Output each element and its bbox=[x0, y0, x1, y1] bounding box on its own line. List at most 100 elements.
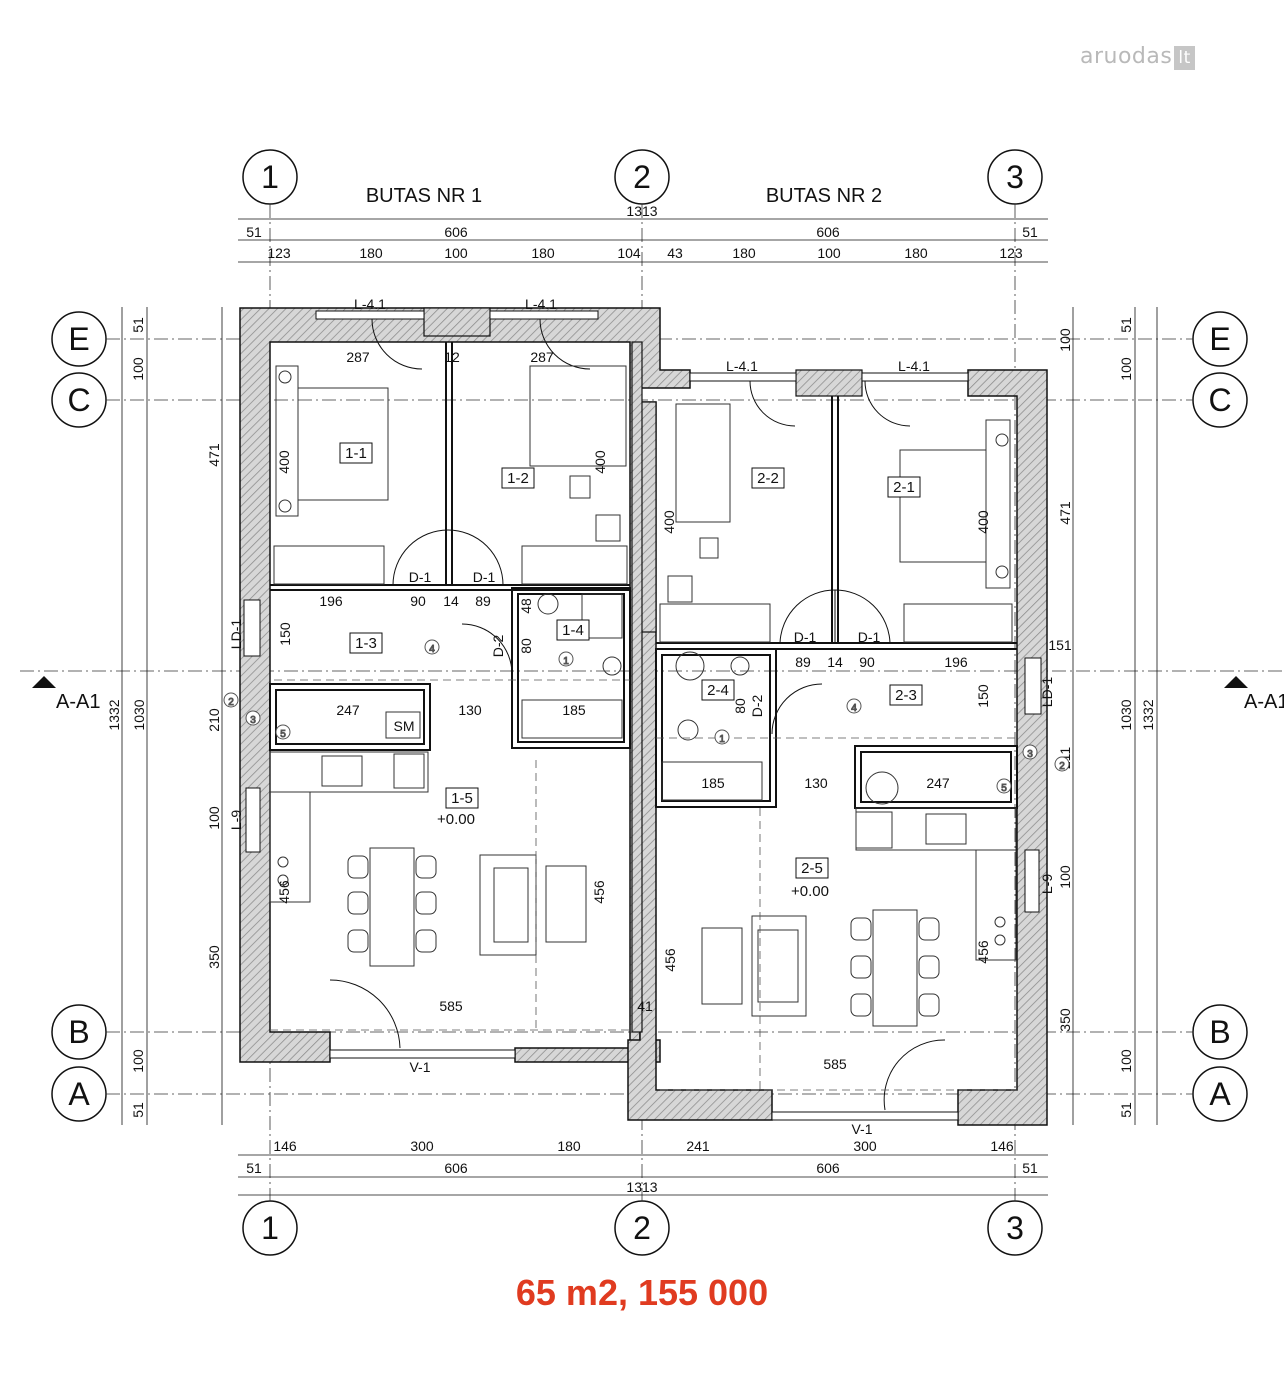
svg-text:400: 400 bbox=[975, 510, 991, 534]
window-ld1-left bbox=[243, 599, 261, 657]
svg-text:1: 1 bbox=[563, 656, 569, 667]
svg-text:100: 100 bbox=[130, 1049, 146, 1073]
dim-edge-tr: 51 bbox=[1022, 224, 1038, 240]
svg-text:100: 100 bbox=[1118, 1049, 1134, 1073]
price-label: 65 m2, 155 000 bbox=[515, 1272, 769, 1313]
room-2-5: 2-5 bbox=[801, 860, 823, 877]
tag-l9-left: L-9 bbox=[228, 810, 244, 830]
dim-height-inner-left: 1030 bbox=[131, 699, 147, 730]
svg-text:185: 185 bbox=[562, 702, 586, 718]
section-markers: A-A1 A-A1 bbox=[32, 676, 1284, 713]
room-1-3: 1-3 bbox=[355, 635, 377, 652]
tag-v1-right: V-1 bbox=[851, 1121, 872, 1137]
dim-edge-tl: 51 bbox=[246, 224, 262, 240]
svg-text:150: 150 bbox=[277, 622, 293, 646]
grid-label-2-bottom: 2 bbox=[633, 1210, 651, 1246]
interior-walls bbox=[269, 342, 1018, 809]
svg-text:350: 350 bbox=[206, 945, 222, 969]
dim-bot-2: 300 bbox=[410, 1138, 434, 1154]
dim-bot-6: 146 bbox=[990, 1138, 1014, 1154]
svg-text:196: 196 bbox=[944, 654, 968, 670]
dim-top-5: 104 bbox=[617, 245, 641, 261]
dim-edge-bl: 51 bbox=[246, 1160, 262, 1176]
room-1-5: 1-5 bbox=[451, 790, 473, 807]
svg-text:89: 89 bbox=[475, 593, 491, 609]
window-l9-left bbox=[245, 787, 261, 853]
svg-text:585: 585 bbox=[439, 998, 463, 1014]
door-d1-d bbox=[834, 589, 891, 644]
svg-text:3: 3 bbox=[250, 715, 256, 726]
dim-top-2: 180 bbox=[359, 245, 383, 261]
svg-text:5: 5 bbox=[1001, 783, 1007, 794]
watermark-suffix: lt bbox=[1174, 46, 1195, 70]
dim-top-10: 123 bbox=[999, 245, 1023, 261]
window-l41-c bbox=[689, 372, 797, 382]
title-butas-2: BUTAS NR 2 bbox=[766, 185, 882, 207]
tag-l41-b: L-4.1 bbox=[525, 296, 557, 312]
window-l9-right bbox=[1024, 849, 1040, 913]
tag-ld1-right: LD-1 bbox=[1039, 677, 1055, 708]
tag-sm: SM bbox=[394, 718, 415, 734]
dim-top-6: 43 bbox=[667, 245, 683, 261]
watermark-text: aruodas bbox=[1080, 44, 1173, 69]
svg-text:400: 400 bbox=[592, 450, 608, 474]
tag-l41-c: L-4.1 bbox=[726, 358, 758, 374]
furniture bbox=[269, 365, 1017, 1027]
svg-text:48: 48 bbox=[518, 598, 534, 614]
svg-text:456: 456 bbox=[276, 880, 292, 904]
grid-label-A-right: A bbox=[1209, 1076, 1231, 1112]
grid-label-A-left: A bbox=[68, 1076, 90, 1112]
window-l41-d bbox=[861, 372, 969, 382]
level-2-5: +0.00 bbox=[791, 883, 829, 900]
svg-text:2: 2 bbox=[1059, 761, 1065, 772]
tag-d1-c: D-1 bbox=[794, 629, 817, 645]
room-2-2: 2-2 bbox=[757, 470, 779, 487]
svg-text:41: 41 bbox=[637, 998, 653, 1014]
svg-text:100: 100 bbox=[1057, 328, 1073, 352]
svg-text:90: 90 bbox=[410, 593, 426, 609]
grid-label-2-top: 2 bbox=[633, 159, 651, 195]
svg-text:287: 287 bbox=[530, 349, 554, 365]
room-2-1: 2-1 bbox=[893, 479, 915, 496]
element-tags: L-4.1 L-4.1 L-4.1 L-4.1 D-1 D-1 D-1 D-1 … bbox=[228, 296, 1055, 1137]
window-v1-right bbox=[771, 1111, 959, 1121]
svg-text:5: 5 bbox=[280, 729, 286, 740]
party-wall-left bbox=[631, 341, 643, 1033]
dim-top-9: 180 bbox=[904, 245, 928, 261]
grid-label-E-left: E bbox=[68, 321, 89, 357]
wall-pier-top-2 bbox=[795, 369, 863, 397]
svg-text:80: 80 bbox=[732, 698, 748, 714]
svg-text:100: 100 bbox=[130, 357, 146, 381]
dim-half-br: 606 bbox=[816, 1160, 840, 1176]
svg-text:51: 51 bbox=[130, 1102, 146, 1118]
dim-half-tr: 606 bbox=[816, 224, 840, 240]
dining-table-2 bbox=[872, 909, 918, 1027]
dim-bot-5: 300 bbox=[853, 1138, 877, 1154]
svg-text:185: 185 bbox=[701, 775, 725, 791]
dim-edge-br: 51 bbox=[1022, 1160, 1038, 1176]
room-2-3: 2-3 bbox=[895, 687, 917, 704]
tag-v1-left: V-1 bbox=[409, 1059, 430, 1075]
svg-text:100: 100 bbox=[206, 806, 222, 830]
svg-text:247: 247 bbox=[336, 702, 360, 718]
right-sequence-dims: 51 100 471 211 100 350 100 51 100 bbox=[1057, 317, 1134, 1118]
dim-top-3: 100 bbox=[444, 245, 468, 261]
svg-text:4: 4 bbox=[851, 703, 857, 714]
door-d1-a bbox=[392, 529, 449, 586]
level-1-5: +0.00 bbox=[437, 811, 475, 828]
wall-pier-top-1 bbox=[423, 307, 491, 337]
grid-label-3-top: 3 bbox=[1006, 159, 1024, 195]
tag-d2-b: D-2 bbox=[749, 695, 765, 718]
left-sequence-dims: 51 100 471 210 100 350 100 51 bbox=[130, 317, 222, 1118]
door-d1-b bbox=[447, 529, 504, 586]
dim-overall-bottom: 1313 bbox=[626, 1179, 657, 1195]
svg-text:14: 14 bbox=[827, 654, 843, 670]
svg-text:210: 210 bbox=[206, 708, 222, 732]
svg-text:350: 350 bbox=[1057, 1008, 1073, 1032]
grid-label-C-left: C bbox=[67, 382, 90, 418]
door-d1-c bbox=[779, 589, 836, 644]
svg-text:471: 471 bbox=[1057, 501, 1073, 525]
grid-label-E-right: E bbox=[1209, 321, 1230, 357]
svg-text:12: 12 bbox=[444, 349, 460, 365]
